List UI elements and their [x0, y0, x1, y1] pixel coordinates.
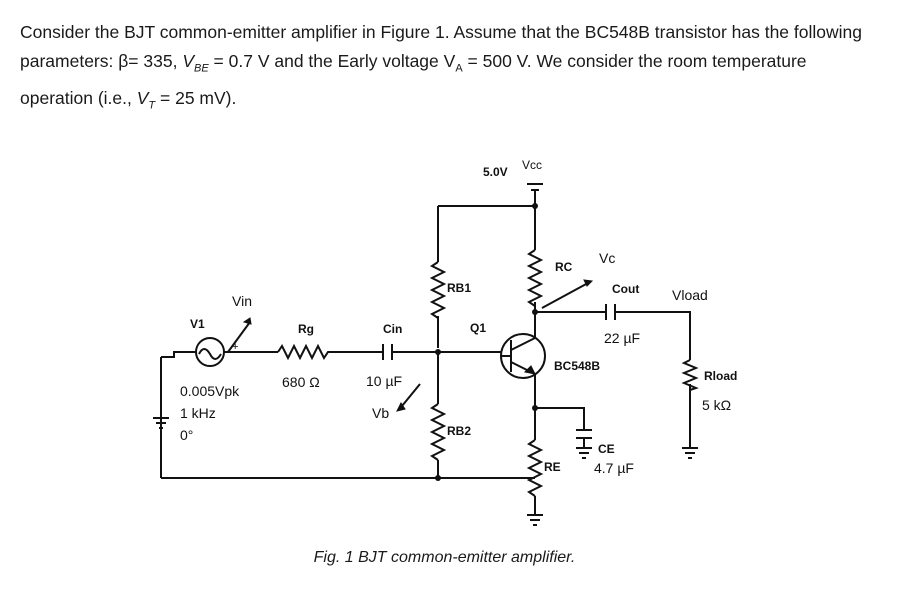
rg-label: Rg	[298, 322, 314, 336]
vc-label: Vc	[599, 250, 615, 266]
vb-label: Vb	[372, 405, 389, 421]
probe-arrow-vc	[541, 279, 594, 309]
problem-text-1: Consider the BJT common-emitter amplifie…	[20, 22, 862, 71]
rload-value-label: 5 kΩ	[702, 397, 731, 413]
transistor-model-label: BC548B	[554, 359, 600, 373]
transistor-q1	[500, 333, 546, 379]
problem-text-3: = 500 V. We consider the room temperatur…	[20, 51, 807, 108]
ac-source-v1	[161, 337, 225, 367]
q1-label: Q1	[470, 321, 486, 335]
junction-dots	[435, 203, 538, 481]
cin-label: Cin	[383, 322, 402, 336]
ce-capacitor	[576, 429, 592, 448]
vt-subscript: T	[148, 99, 156, 111]
ce-label: CE	[598, 442, 615, 456]
figure-caption-text: Fig. 1 BJT common-emitter amplifier.	[313, 549, 576, 566]
vbe-subscript: BE	[194, 62, 209, 75]
rb2-resistor	[429, 403, 447, 461]
rb2-label: RB2	[447, 424, 471, 438]
v1-plus-label: +	[232, 341, 238, 353]
cout-label: Cout	[612, 282, 639, 296]
rg-value-label: 680 Ω	[282, 374, 320, 390]
ground-symbol-emitter	[527, 514, 543, 526]
ground-symbol-source	[153, 380, 169, 429]
rb1-label: RB1	[447, 281, 471, 295]
cout-value-label: 22 µF	[604, 330, 640, 346]
re-resistor	[526, 439, 544, 497]
rc-label: RC	[555, 260, 573, 274]
problem-statement: Consider the BJT common-emitter amplifie…	[20, 18, 880, 120]
cout-capacitor	[605, 304, 623, 320]
problem-text-2: = 0.7 V and the Early voltage V	[208, 51, 456, 71]
rb1-resistor	[429, 261, 447, 319]
rload-resistor	[681, 359, 699, 448]
v1-label: V1	[190, 317, 205, 331]
vload-label: Vload	[672, 287, 708, 303]
probe-arrow-vin	[227, 317, 252, 353]
probe-arrow-vb	[396, 383, 421, 412]
rg-resistor	[277, 343, 336, 361]
ground-symbol-load	[682, 447, 698, 459]
problem-text-4: = 25 mV).	[155, 87, 237, 108]
rc-resistor	[526, 249, 544, 307]
figure-caption: Fig. 1 BJT common-emitter amplifier.	[0, 549, 901, 567]
re-label: RE	[544, 460, 561, 474]
cin-capacitor	[382, 344, 400, 360]
vt-symbol: V	[136, 87, 149, 108]
vcc-supply-symbol	[527, 183, 543, 191]
vcc-value-label: 5.0V	[483, 165, 508, 179]
rload-label: Rload	[704, 369, 737, 383]
ce-value-label: 4.7 µF	[594, 460, 634, 476]
cin-value-label: 10 µF	[366, 373, 402, 389]
v1-frequency-label: 1 kHz	[180, 405, 216, 421]
vcc-label: Vcc	[522, 158, 542, 172]
vbe-symbol: V	[182, 51, 194, 71]
v1-amplitude-label: 0.005Vpk	[180, 383, 240, 399]
vin-label: Vin	[232, 293, 252, 309]
ground-symbol-ce	[576, 447, 592, 459]
v1-phase-label: 0°	[180, 427, 193, 443]
va-subscript: A	[455, 62, 463, 75]
